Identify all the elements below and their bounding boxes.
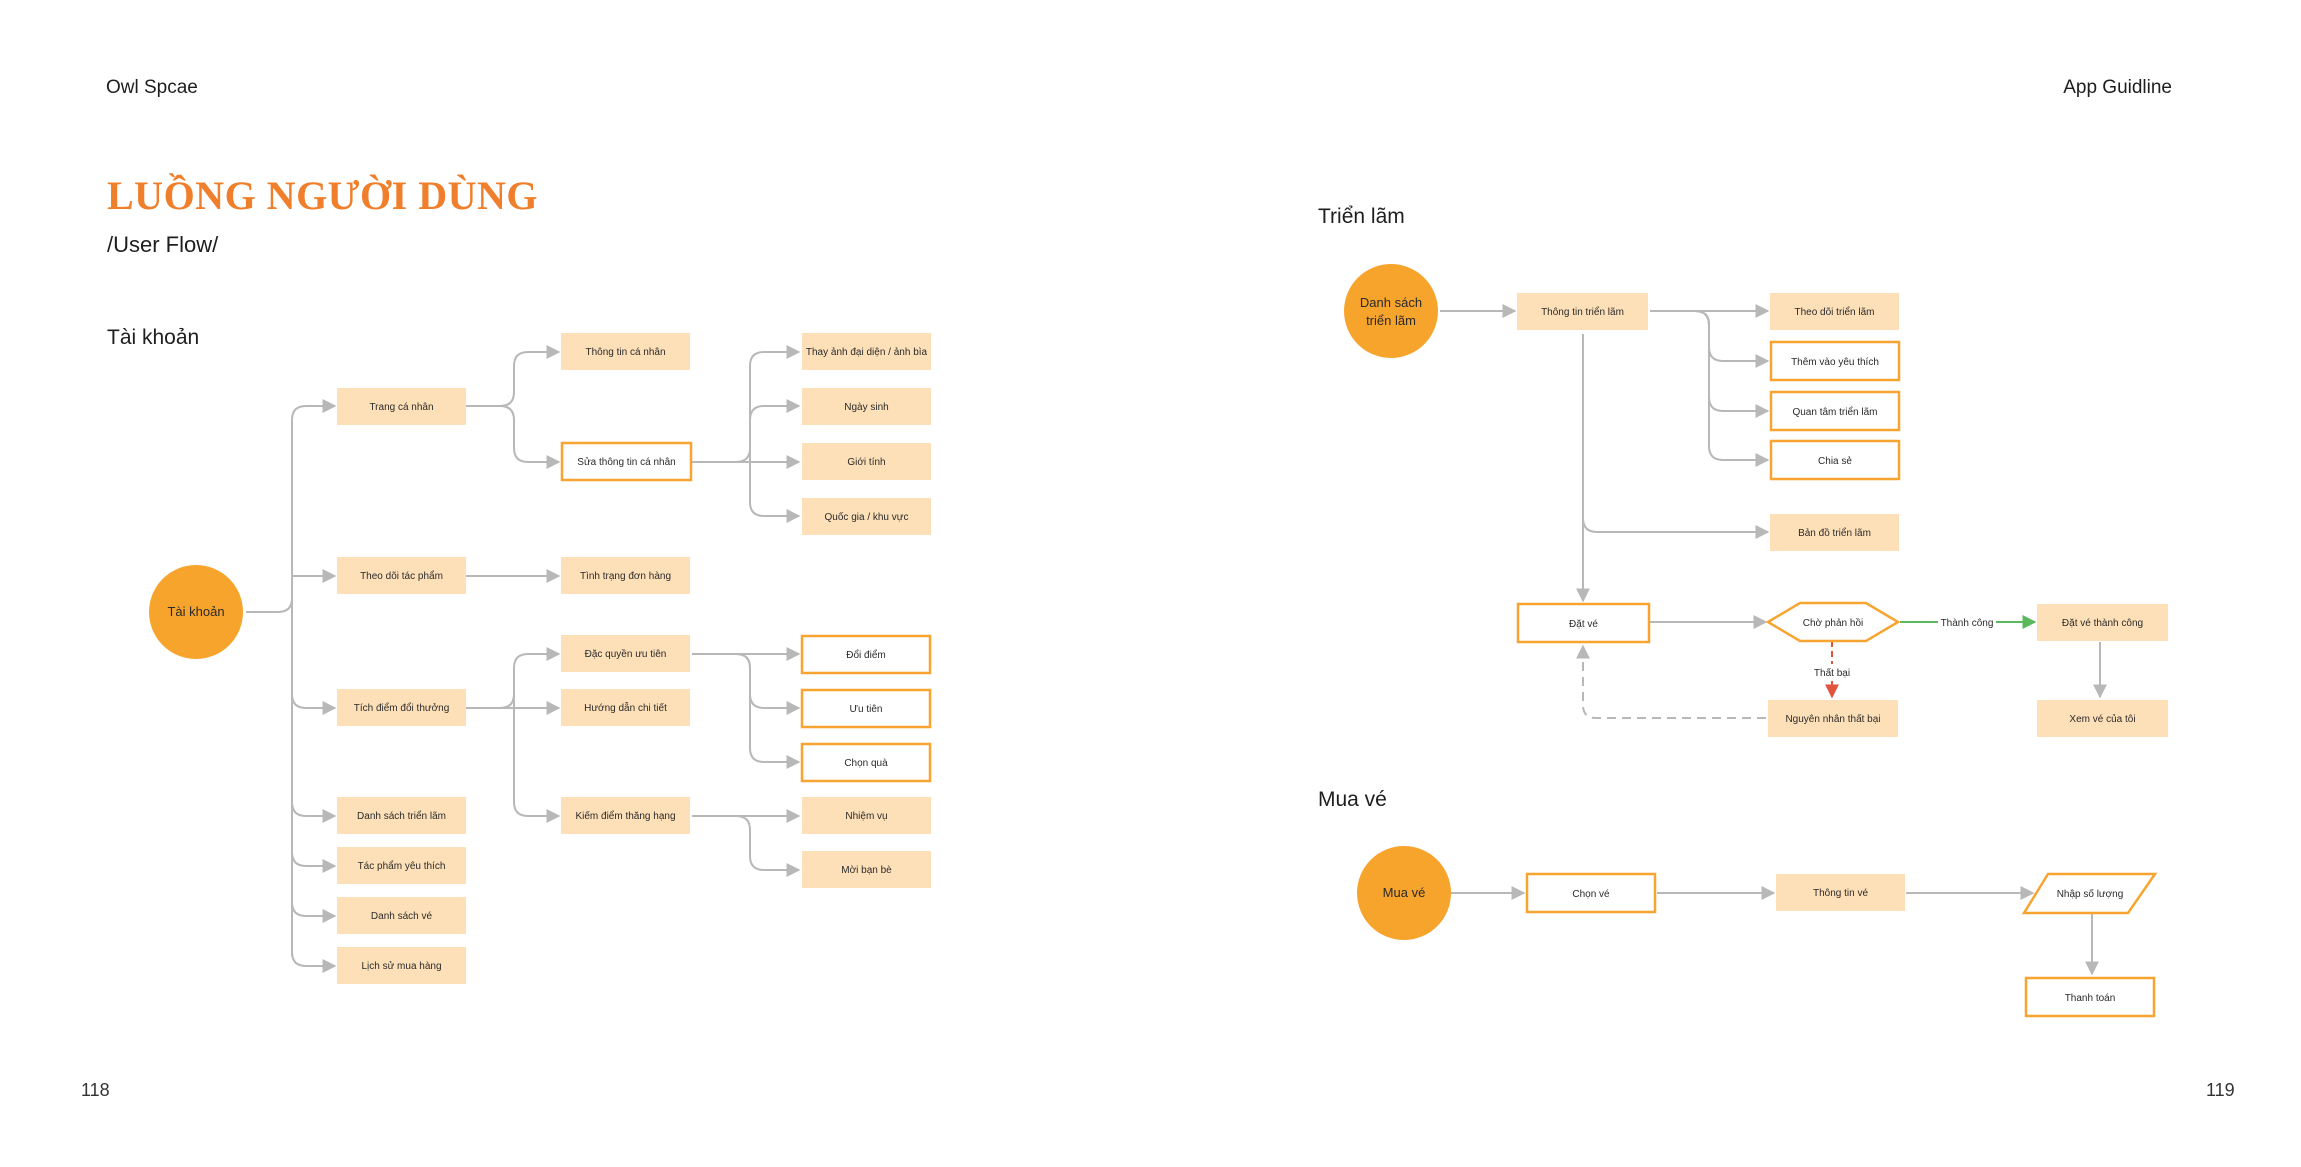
node-quan-tam-trien-lam: Quan tâm triển lãm	[1769, 390, 1901, 432]
node-moi-ban-be: Mời bạn bè	[802, 851, 931, 888]
node-uu-tien: Ưu tiên	[800, 688, 932, 729]
node-nhap-so-luong: Nhập số lượng	[2021, 872, 2158, 915]
node-sua-thong-tin: Sửa thông tin cá nhân	[560, 441, 693, 482]
svg-text:triển lãm: triển lãm	[1366, 313, 1416, 328]
svg-text:Thông tin vé: Thông tin vé	[1813, 888, 1868, 899]
svg-text:Đặt vé thành công: Đặt vé thành công	[2062, 618, 2143, 629]
node-thong-tin-ca-nhan: Thông tin cá nhân	[561, 333, 690, 370]
node-thay-anh: Thay ảnh đại diện / ảnh bìa	[802, 333, 931, 370]
header-right: App Guidline	[2063, 77, 2172, 98]
svg-text:Trang cá nhân: Trang cá nhân	[369, 402, 433, 413]
svg-text:Tác phẩm yêu thích: Tác phẩm yêu thích	[358, 860, 446, 872]
svg-text:Tài khoản: Tài khoản	[167, 604, 224, 619]
buy-root-node: Mua vé	[1357, 846, 1451, 940]
svg-text:Mua vé: Mua vé	[1383, 885, 1426, 900]
svg-text:Nhập số lượng: Nhập số lượng	[2057, 888, 2124, 900]
svg-text:Theo dõi triển lãm: Theo dõi triển lãm	[1794, 306, 1874, 318]
page-number-right: 119	[2206, 1080, 2235, 1100]
edge-label-that-bai: Thất bại	[1810, 664, 1854, 680]
node-nguyen-nhan-that-bai: Nguyên nhân thất bại	[1768, 700, 1898, 737]
node-ban-do-trien-lam: Bản đồ triển lãm	[1770, 514, 1899, 551]
node-thanh-toan: Thanh toán	[2024, 976, 2156, 1018]
svg-text:Đặc quyền ưu tiên: Đặc quyền ưu tiên	[585, 648, 667, 660]
svg-text:Danh sách triển lãm: Danh sách triển lãm	[357, 810, 446, 822]
svg-text:Nguyên nhân thất bại: Nguyên nhân thất bại	[1785, 713, 1880, 725]
node-trang-ca-nhan: Trang cá nhân	[337, 388, 466, 425]
page-number-left: 118	[81, 1080, 110, 1100]
node-xem-ve-cua-toi: Xem vé của tôi	[2037, 700, 2168, 737]
exhibition-connectors	[1440, 304, 2107, 719]
svg-text:Thay ảnh đại diện / ảnh bìa: Thay ảnh đại diện / ảnh bìa	[806, 347, 928, 358]
svg-text:Chờ phản hồi: Chờ phản hồi	[1803, 617, 1864, 629]
node-quoc-gia: Quốc gia / khu vực	[802, 498, 931, 535]
node-them-vao-yeu-thich: Thêm vào yêu thích	[1769, 340, 1901, 382]
svg-text:Ưu tiên: Ưu tiên	[849, 704, 882, 715]
svg-text:Quan tâm triển lãm: Quan tâm triển lãm	[1792, 406, 1877, 418]
node-chon-qua: Chọn quà	[800, 742, 932, 783]
svg-text:Thất bại: Thất bại	[1814, 667, 1850, 679]
svg-text:Mời bạn bè: Mời bạn bè	[841, 865, 892, 876]
svg-text:Kiếm điểm thăng hạng: Kiếm điểm thăng hạng	[575, 810, 675, 822]
node-dac-quyen: Đặc quyền ưu tiên	[561, 635, 690, 672]
header-left: Owl Spcae	[106, 77, 198, 98]
node-doi-diem: Đổi điểm	[800, 634, 932, 675]
svg-text:Xem vé của tôi: Xem vé của tôi	[2069, 713, 2135, 725]
section-title-account: Tài khoản	[107, 326, 200, 349]
page-title: LUỒNG NGƯỜI DÙNG	[107, 173, 538, 218]
svg-text:Danh sách vé: Danh sách vé	[371, 911, 433, 922]
node-thong-tin-ve: Thông tin vé	[1776, 874, 1905, 911]
svg-text:Thanh toán: Thanh toán	[2065, 993, 2116, 1004]
node-chon-ve: Chọn vé	[1525, 872, 1657, 914]
node-danh-sach-ve: Danh sách vé	[337, 897, 466, 934]
svg-text:Chia sẻ: Chia sẻ	[1818, 456, 1852, 467]
svg-text:Đổi điểm: Đổi điểm	[846, 649, 885, 661]
svg-text:Tình trạng đơn hàng: Tình trạng đơn hàng	[580, 571, 671, 582]
svg-text:Thông tin triển lãm: Thông tin triển lãm	[1541, 306, 1624, 318]
svg-text:Sửa thông tin cá nhân: Sửa thông tin cá nhân	[577, 456, 675, 468]
node-huong-dan: Hướng dẫn chi tiết	[561, 689, 690, 726]
node-tich-diem: Tích điểm đổi thưởng	[337, 689, 466, 726]
node-theo-doi-trien-lam: Theo dõi triển lãm	[1770, 293, 1899, 330]
node-cho-phan-hoi: Chờ phản hồi	[1765, 601, 1901, 643]
node-tac-pham-yeu-thich: Tác phẩm yêu thích	[337, 847, 466, 884]
svg-text:Thành công: Thành công	[1941, 618, 1994, 629]
account-connectors	[246, 345, 801, 973]
svg-text:Chọn quà: Chọn quà	[844, 758, 888, 769]
section-title-exhibition: Triển lãm	[1318, 205, 1405, 228]
node-chia-se: Chia sẻ	[1769, 439, 1901, 481]
node-nhiem-vu: Nhiệm vụ	[802, 797, 931, 834]
node-kiem-diem: Kiếm điểm thăng hạng	[561, 797, 690, 834]
svg-text:Giới tính: Giới tính	[847, 457, 885, 468]
node-thong-tin-trien-lam: Thông tin triển lãm	[1517, 293, 1648, 330]
node-ngay-sinh: Ngày sinh	[802, 388, 931, 425]
node-danh-sach-trien-lam-account: Danh sách triển lãm	[337, 797, 466, 834]
section-title-buy: Mua vé	[1318, 788, 1387, 811]
exhibition-root-node: Danh sách triển lãm	[1344, 264, 1438, 358]
svg-text:Thêm vào yêu thích: Thêm vào yêu thích	[1791, 357, 1879, 368]
page-subtitle: /User Flow/	[107, 232, 219, 257]
node-dat-ve: Đặt vé	[1516, 602, 1651, 644]
edge-label-thanh-cong: Thành công	[1938, 614, 1996, 630]
svg-text:Tích điểm đổi thưởng: Tích điểm đổi thưởng	[354, 702, 450, 714]
svg-text:Theo dõi tác phẩm: Theo dõi tác phẩm	[360, 570, 443, 582]
svg-text:Lịch sử mua hàng: Lịch sử mua hàng	[361, 960, 441, 972]
svg-text:Nhiệm vụ: Nhiệm vụ	[845, 811, 887, 822]
node-dat-ve-thanh-cong: Đặt vé thành công	[2037, 604, 2168, 641]
svg-text:Ngày sinh: Ngày sinh	[844, 402, 888, 413]
svg-text:Quốc gia / khu vực: Quốc gia / khu vực	[825, 511, 909, 523]
node-gioi-tinh: Giới tính	[802, 443, 931, 480]
node-tinh-trang-don-hang: Tình trạng đơn hàng	[561, 557, 690, 594]
svg-text:Bản đồ triển lãm: Bản đồ triển lãm	[1798, 527, 1871, 539]
svg-text:Đặt vé: Đặt vé	[1569, 619, 1598, 630]
svg-text:Hướng dẫn chi tiết: Hướng dẫn chi tiết	[584, 701, 667, 714]
account-root-node: Tài khoản	[149, 565, 243, 659]
svg-text:Thông tin cá nhân: Thông tin cá nhân	[585, 347, 665, 358]
node-theo-doi-tac-pham: Theo dõi tác phẩm	[337, 557, 466, 594]
node-lich-su-mua-hang: Lịch sử mua hàng	[337, 947, 466, 984]
buy-connectors	[1450, 886, 2099, 976]
svg-text:Chọn vé: Chọn vé	[1572, 889, 1610, 900]
svg-text:Danh sách: Danh sách	[1360, 295, 1422, 310]
